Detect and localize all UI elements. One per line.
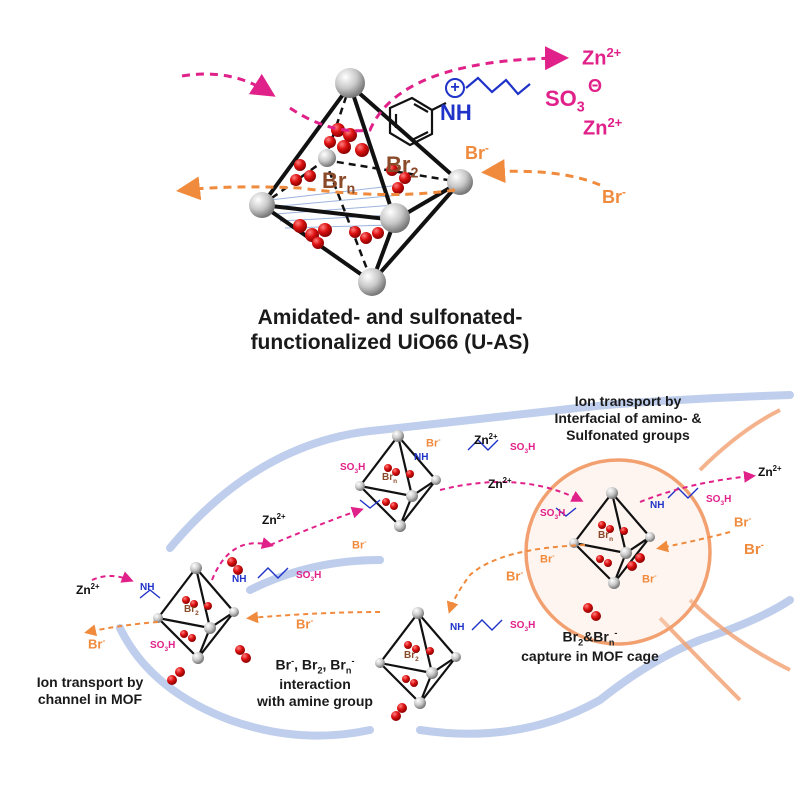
small-cage-b <box>153 562 239 664</box>
zn-arrow-top-through <box>289 46 569 133</box>
zn-arrow-bottom-left-in <box>91 571 134 583</box>
so3h-label-cage-c: SO3H <box>510 620 536 633</box>
zn-label-bottom-path: Zn2+ <box>488 476 512 491</box>
small-cage-d <box>569 487 655 589</box>
cage-capture-caption: Br2&Brn- capture in MOF cage <box>521 628 659 665</box>
zn-label-bottom-right: Zn2+ <box>758 464 782 479</box>
cage-brn-label: Brn <box>322 168 356 198</box>
zn-arrow-bottom-out <box>639 470 756 503</box>
so3-charge-icon: Θ <box>588 76 603 96</box>
br-arrow-top-left-out <box>176 176 456 201</box>
so3h-label-cage-b: SO3H <box>296 570 322 583</box>
br-label-bottom-right-upper: Br- <box>734 513 752 530</box>
nh-label-cage-b-left: NH <box>140 582 155 593</box>
cage-a-brn: Brn <box>382 472 398 485</box>
so3h-label-cage-a: SO3H <box>510 442 536 455</box>
cage-d-brn: Brn <box>598 530 614 543</box>
so3-label-top: SO3 <box>545 86 585 116</box>
br-label-bottom-cage-d: Br- <box>540 552 555 566</box>
nh-label-cage-c: NH <box>450 622 465 633</box>
zn-arrow-bottom-mid <box>269 506 364 546</box>
br-label-bottom-cage-a-low: Br- <box>352 538 367 552</box>
oxygen-atoms-top <box>290 123 411 249</box>
br-label-bottom-path: Br- <box>506 567 524 584</box>
br-label-bottom-left: Br- <box>88 635 106 652</box>
zn-label-bottom-mid: Zn2+ <box>262 512 286 527</box>
top-octahedron-group <box>249 68 531 296</box>
br-label-bottom-cage-a: Br- <box>426 436 441 450</box>
membrane-outlines <box>116 391 794 740</box>
nh-label-cage-b: NH <box>232 574 247 585</box>
br-label-top-near: Br- <box>465 142 489 163</box>
positive-charge-icon: + <box>445 78 465 98</box>
cage-br2-label: Br2 <box>386 152 419 182</box>
amine-chain <box>465 76 531 96</box>
nh-label-cage-d: NH <box>650 500 665 511</box>
top-caption: Amidated- and sulfonated- functionalized… <box>250 306 530 355</box>
amine-interaction-caption: Br-, Br2, Brn- interaction with amine gr… <box>257 656 373 710</box>
br-label-bottom-cage-d-right: Br- <box>642 572 657 586</box>
small-cage-a <box>355 430 441 532</box>
zn-label-top-second: Zn2+ <box>583 115 623 140</box>
cage-b-br2: Br2 <box>184 604 199 617</box>
zr-nodes-top <box>249 68 473 296</box>
br-arrow-bottom-mid-left <box>246 611 381 624</box>
oxygen-atoms-loose <box>167 553 645 721</box>
benzene-ring <box>388 96 447 147</box>
br-label-top-far: Br- <box>602 186 626 207</box>
br-arrow-top-right-in <box>481 159 601 187</box>
zn-label-top-right: Zn2+ <box>582 45 622 70</box>
nh-label-cage-a: NH <box>414 452 429 463</box>
small-ligand-chains <box>139 439 699 631</box>
br-label-bottom-right-lower: Br- <box>744 540 764 558</box>
so3h-label-cage-d-left: SO3H <box>540 508 566 521</box>
nh-label-top: NH <box>440 100 472 125</box>
so3h-label-cage-d: SO3H <box>706 494 732 507</box>
zn-label-bottom-left: Zn2+ <box>76 582 100 597</box>
br-arrow-bottom-down <box>446 544 586 614</box>
br-arrow-bottom-left-out <box>84 621 159 637</box>
zn-label-bottom-cage-a: Zn2+ <box>474 432 498 447</box>
br-label-bottom-mid: Br- <box>296 615 314 632</box>
br-arrow-bottom-right-in <box>656 531 731 553</box>
interfacial-transport-caption: Ion transport by Interfacial of amino- &… <box>554 393 702 443</box>
zn-arrow-bottom-through <box>439 481 584 502</box>
so3h-label-cage-a-left: SO3H <box>340 462 366 475</box>
small-cage-c <box>375 607 461 709</box>
so3h-label-cage-b-low: SO3H <box>150 640 176 653</box>
zn-arrow-top-in <box>181 72 276 97</box>
cage-c-br2: Br2 <box>404 650 419 663</box>
channel-transport-caption: Ion transport by channel in MOF <box>36 674 144 707</box>
zn-arrow-bottom-up <box>211 537 274 581</box>
